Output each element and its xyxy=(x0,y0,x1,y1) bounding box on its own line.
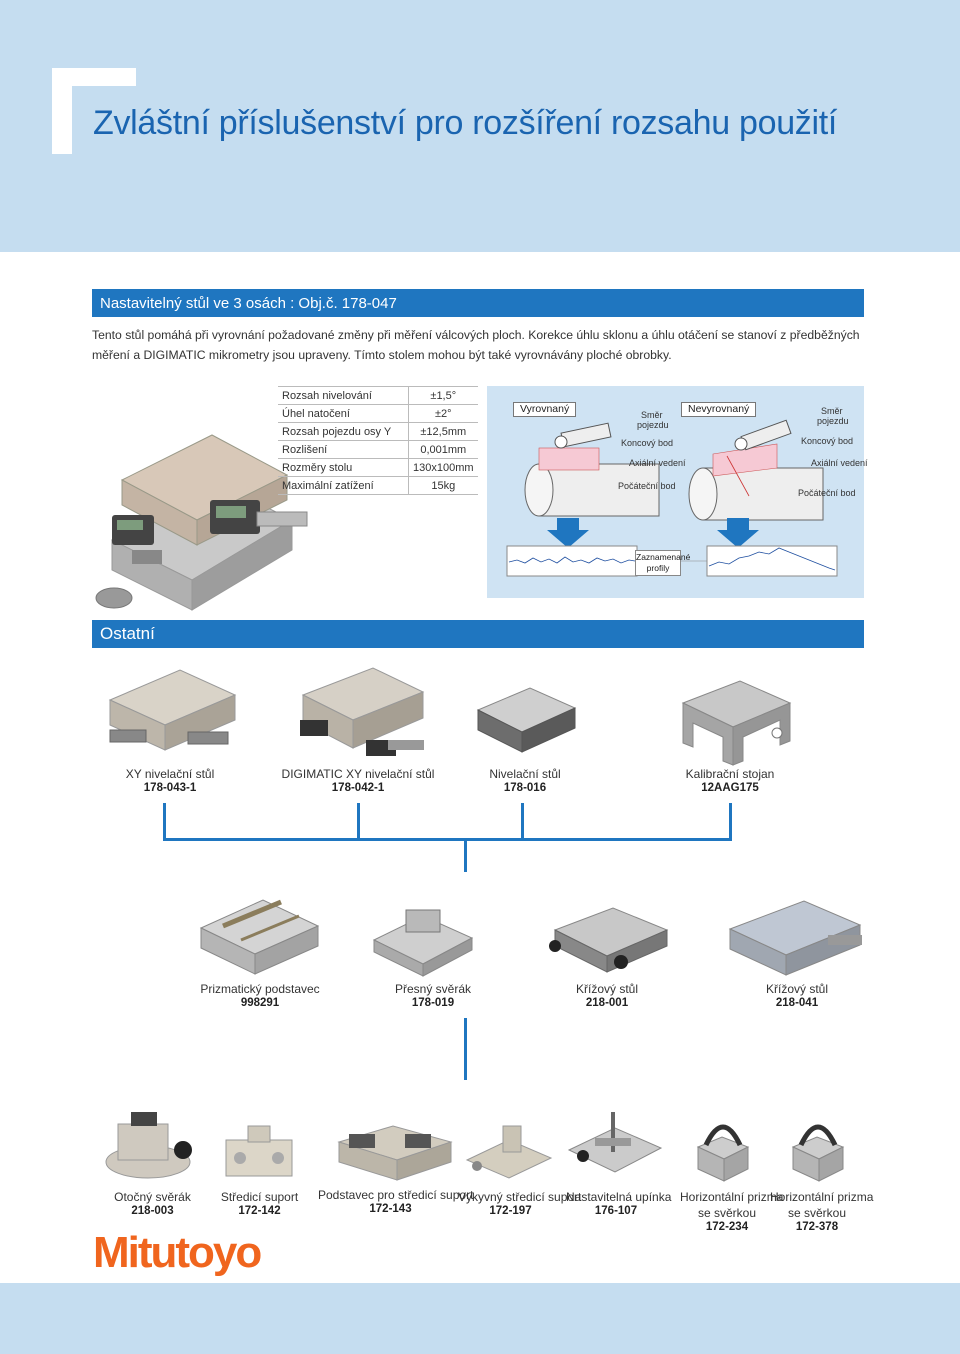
connector-line xyxy=(163,838,732,841)
product-photo-adjustable-clamp xyxy=(567,1112,663,1173)
product-photo-centering-support xyxy=(225,1125,293,1177)
spec-row: Rozsah nivelování±1,5° xyxy=(278,386,478,405)
spec-row: Rozsah pojezdu osy Y±12,5mm xyxy=(278,422,478,441)
intro-paragraph: Tento stůl pomáhá při vyrovnání požadova… xyxy=(92,328,860,362)
product-name: Přesný svěrák xyxy=(394,982,472,996)
product-name: Nastavitelná upínka xyxy=(566,1190,672,1204)
product-photo-prismatic-base xyxy=(199,899,320,975)
product-name: Kalibrační stojan xyxy=(685,767,775,781)
direction-label: Směr xyxy=(821,406,843,416)
product-photo-3axis-table xyxy=(95,434,308,611)
connector-line xyxy=(729,803,732,840)
unaligned-tag: Nevyrovnaný xyxy=(681,402,757,417)
product-photo-swing-centering-support xyxy=(465,1125,553,1179)
end-point-label: Koncový bod xyxy=(801,436,854,446)
product-code: 218-041 xyxy=(775,997,819,1009)
product-name: Horizontální prizma xyxy=(680,1190,784,1204)
connector-line xyxy=(357,803,360,840)
product-code: 176-107 xyxy=(594,1205,638,1217)
product-code: 218-003 xyxy=(131,1205,174,1217)
product-name: se svěrkou xyxy=(697,1206,757,1220)
product-name: Výkyvný středicí suport xyxy=(458,1190,582,1204)
header-band xyxy=(0,0,960,252)
connector-line xyxy=(464,1018,467,1080)
connector-line xyxy=(521,803,524,840)
spec-table: Rozsah nivelování±1,5° Úhel natočení±2° … xyxy=(278,386,478,495)
product-photo-digimatic-xy-table xyxy=(300,667,425,756)
section-title-bar: Nastavitelný stůl ve 3 osách : Obj.č. 17… xyxy=(92,289,864,317)
alignment-diagram: Vyrovnaný Nevyrovnaný Směr pojezdu Konco… xyxy=(487,386,868,598)
product-name: Prizmatický podstavec xyxy=(200,982,320,996)
product-photo-calibration-stand xyxy=(681,680,792,766)
aligned-tag: Vyrovnaný xyxy=(513,402,577,417)
corner-mark xyxy=(52,68,72,154)
product-code: 172-378 xyxy=(795,1221,839,1233)
product-code: 172-197 xyxy=(489,1205,532,1217)
start-point-label: Počáteční bod xyxy=(798,488,856,498)
product-name: DIGIMATIC XY nivelační stůl xyxy=(281,767,435,781)
start-point-label: Počáteční bod xyxy=(618,481,676,491)
product-code: 172-142 xyxy=(238,1205,281,1217)
axial-guide-label: Axiální vedení xyxy=(811,458,868,468)
product-code: 178-019 xyxy=(411,997,455,1009)
axial-guide-label: Axiální vedení xyxy=(629,458,686,468)
corner-mark xyxy=(52,68,136,86)
product-photo-precision-vise xyxy=(372,909,474,977)
product-code: 178-042-1 xyxy=(331,782,385,794)
product-code: 218-001 xyxy=(585,997,629,1009)
product-photo-cross-table-218-041 xyxy=(728,900,862,976)
product-code: 178-016 xyxy=(503,782,547,794)
mitutoyo-logo: Mitutoyo xyxy=(93,1228,262,1277)
connector-line xyxy=(464,838,467,872)
product-name: Podstavec pro středicí suport xyxy=(318,1188,474,1202)
product-photo-xy-leveling-table xyxy=(108,669,237,751)
product-name: Horizontální prizma xyxy=(770,1190,874,1204)
product-photo-centering-support-base xyxy=(337,1125,453,1181)
direction-label: Směr xyxy=(641,410,663,420)
product-code: 172-143 xyxy=(369,1203,412,1215)
footer-band xyxy=(0,1283,960,1354)
recorded-profiles-label: Zaznamenané profily xyxy=(635,550,690,576)
alignment-diagram-drawing xyxy=(506,419,838,577)
product-name: Středicí suport xyxy=(220,1190,299,1204)
product-name: se svěrkou xyxy=(787,1206,847,1220)
product-code: 12AAG175 xyxy=(701,782,759,794)
direction-label: pojezdu xyxy=(637,420,669,430)
product-code: 178-043-1 xyxy=(143,782,197,794)
section-title-bar: Ostatní xyxy=(92,620,864,648)
product-name: XY nivelační stůl xyxy=(125,767,215,781)
spec-row: Úhel natočení±2° xyxy=(278,404,478,423)
product-photo-horizontal-prism-172-378 xyxy=(791,1124,845,1182)
product-photo-cross-table-218-001 xyxy=(549,907,669,973)
product-photo-leveling-table xyxy=(476,687,577,753)
product-photo-swivel-vise xyxy=(105,1112,192,1179)
product-name: Křížový stůl xyxy=(575,982,638,996)
product-name: Otočný svěrák xyxy=(114,1190,191,1204)
product-name: Nivelační stůl xyxy=(489,767,561,781)
product-code: 998291 xyxy=(240,997,280,1009)
product-code: 172-234 xyxy=(705,1221,749,1233)
page-title: Zvláštní příslušenství pro rozšíření roz… xyxy=(93,104,838,142)
direction-label: pojezdu xyxy=(817,416,849,426)
product-name: Křížový stůl xyxy=(765,982,828,996)
product-photo-horizontal-prism-172-234 xyxy=(696,1124,750,1182)
connector-line xyxy=(163,803,166,840)
end-point-label: Koncový bod xyxy=(621,438,674,448)
